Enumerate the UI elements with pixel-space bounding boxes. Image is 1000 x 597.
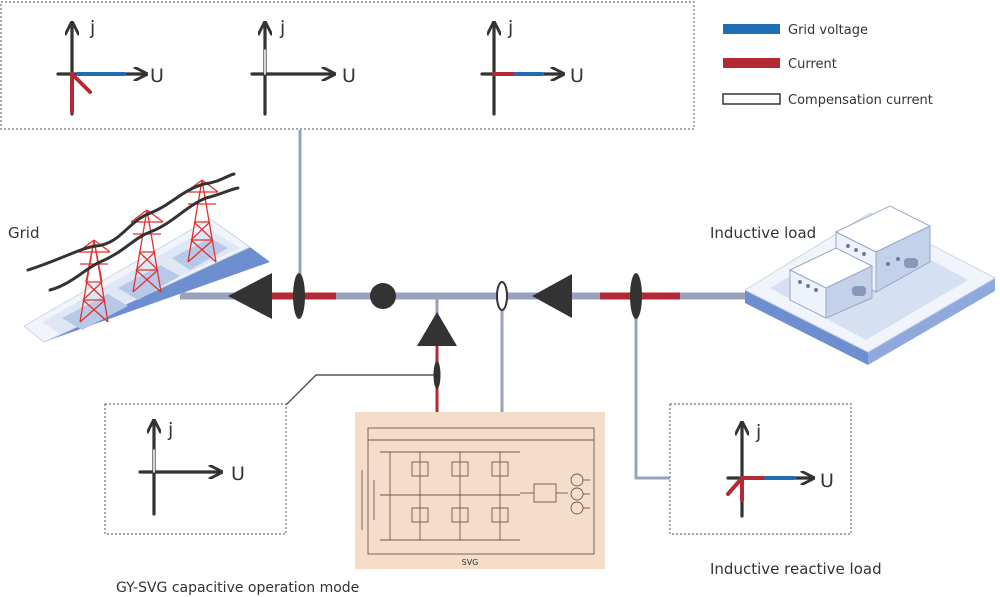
flow-arrows: [228, 273, 572, 346]
power-lines: [26, 172, 240, 292]
phasor-diagram-inductive-reactive: j U: [726, 421, 834, 518]
axis-u-label: U: [231, 463, 245, 485]
arrow-left-grid: [228, 273, 272, 319]
phasor-diagram-3: j U: [480, 17, 584, 116]
axis-u-label: U: [570, 65, 584, 87]
legend: Grid voltage Current Compensation curren…: [722, 23, 933, 108]
ct-grid-side: [293, 273, 305, 319]
axis-u-label: U: [342, 65, 356, 87]
inductive-reactive-phasor-box: [669, 403, 852, 535]
phasor-diagram-2: j U: [250, 17, 356, 116]
legend-swatch-grid-voltage: [723, 24, 780, 34]
legend-swatch-current: [723, 58, 780, 68]
arrow-up-svg: [417, 312, 457, 346]
svg-mode-phasor-box: [104, 403, 287, 535]
legend-label-current: Current: [788, 57, 837, 72]
axis-j-label: j: [89, 17, 95, 39]
axis-j-label: j: [279, 17, 285, 39]
legend-label-compensation-current: Compensation current: [788, 93, 933, 108]
axis-u-label: U: [820, 470, 834, 492]
bus-node: [370, 283, 396, 309]
axis-j-label: j: [755, 421, 761, 443]
axis-u-label: U: [150, 65, 164, 87]
grid-label: Grid: [8, 224, 39, 242]
phasor-diagram-svg-mode: j U: [138, 419, 245, 516]
ct-svg-branch: [433, 361, 441, 389]
legend-swatch-compensation-current: [722, 93, 781, 105]
ct-load-side: [630, 273, 642, 319]
svg-device-caption: SVG: [462, 558, 479, 567]
inductive-reactive-load-label: Inductive reactive load: [710, 560, 882, 578]
axis-j-label: j: [167, 419, 173, 441]
factory-building-icon: [788, 205, 932, 319]
top-phasor-box: [0, 1, 695, 130]
arrow-left-load: [532, 274, 572, 318]
phasor-diagram-1: j U: [56, 17, 164, 116]
axis-j-label: j: [507, 17, 513, 39]
current-transformers: [293, 273, 642, 389]
svg-circuit-schematic-icon: SVG: [355, 412, 605, 569]
svg-mode-label: GY-SVG capacitive operation mode: [116, 580, 359, 596]
inductive-load-label: Inductive load: [710, 224, 816, 242]
ct-compensation: [496, 281, 508, 311]
legend-label-grid-voltage: Grid voltage: [788, 23, 868, 38]
